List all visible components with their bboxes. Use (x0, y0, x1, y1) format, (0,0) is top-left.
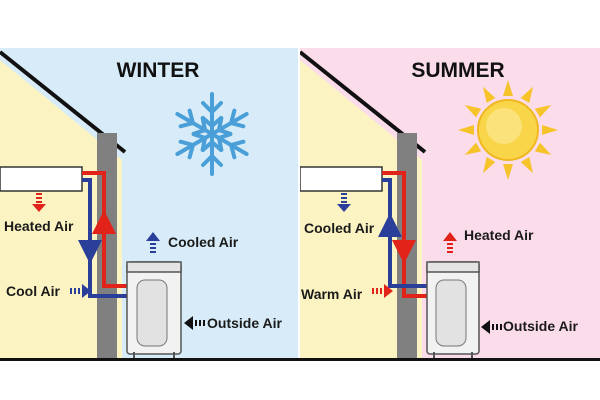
winter-wall-column (97, 133, 117, 360)
winter-indoor-unit (0, 166, 83, 192)
winter-cool-air-label: Cool Air (6, 283, 60, 299)
winter-outside-air-arrow (184, 316, 205, 330)
winter-outdoor-unit (126, 261, 182, 358)
winter-heated-air-arrow (32, 193, 46, 212)
summer-outside-air-arrow (481, 320, 502, 334)
winter-title: WINTER (117, 59, 200, 82)
winter-cool-air-arrow (70, 284, 91, 298)
summer-outdoor-unit (426, 261, 480, 358)
summer-heated-air-label: Heated Air (464, 227, 534, 243)
summer-indoor-unit (299, 166, 383, 192)
summer-heated-air-arrow (443, 232, 457, 253)
panel-divider (298, 48, 300, 360)
winter-cooled-air-arrow (146, 232, 160, 253)
summer-outside-air-label: Outside Air (503, 318, 578, 334)
summer-cooled-air-arrow (337, 193, 351, 212)
summer-warm-air-arrow (372, 284, 393, 298)
ground-line (0, 358, 600, 361)
summer-cooled-air-label: Cooled Air (304, 220, 375, 236)
winter-outside-air-label: Outside Air (207, 315, 282, 331)
summer-panel: SUMMER (298, 48, 600, 360)
snowflake-icon (175, 92, 249, 176)
sun-icon (458, 80, 558, 180)
winter-cooled-air-label: Cooled Air (168, 234, 239, 250)
summer-wall-column (397, 133, 417, 360)
summer-warm-air-label: Warm Air (301, 286, 363, 302)
winter-panel: WINTER (0, 48, 298, 360)
winter-heated-air-label: Heated Air (4, 218, 74, 234)
summer-title: SUMMER (411, 59, 504, 82)
